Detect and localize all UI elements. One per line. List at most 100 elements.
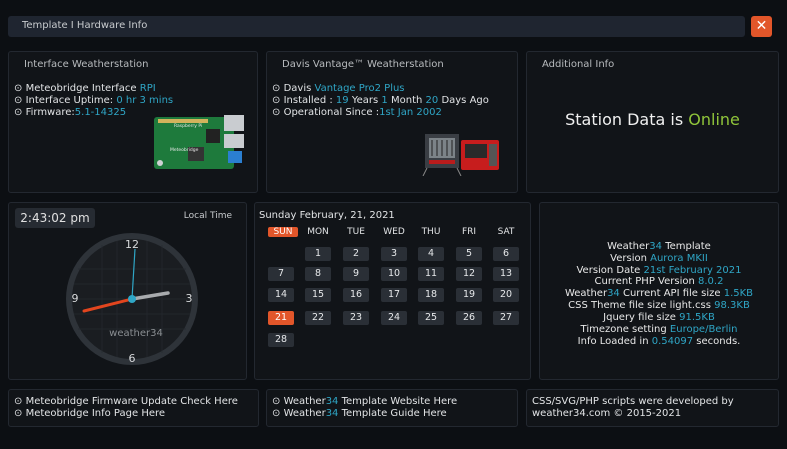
- calendar-day[interactable]: 20: [493, 288, 519, 302]
- bridge-value: RPI: [139, 83, 156, 94]
- status-prefix: Station Data is: [565, 110, 684, 129]
- version-date-label: Version Date: [576, 265, 641, 276]
- davis-model-value: Vantage Pro2 Plus: [314, 83, 405, 94]
- firmware-label: Firmware:: [25, 107, 75, 118]
- bridge-label: Meteobridge Interface: [25, 83, 137, 94]
- calendar-day[interactable]: 1: [305, 247, 331, 261]
- calendar-day[interactable]: 5: [456, 247, 482, 261]
- clock-numeral-12: 12: [125, 238, 139, 251]
- template-guide-link[interactable]: Here: [422, 408, 447, 419]
- davis-heading: Davis Vantage™ Weatherstation: [282, 59, 444, 70]
- website-c: Template Website: [338, 396, 431, 407]
- template-name-b: 34: [649, 241, 663, 252]
- clock-bullet-icon: ⊙: [272, 107, 281, 118]
- calendar-day[interactable]: 3: [381, 247, 407, 261]
- analog-clock: 12 3 6 9 weather34: [66, 233, 198, 365]
- clock-panel: 2:43:02 pm Local Time 12 3 6 9 weather34: [8, 202, 247, 380]
- installed-days-label: Days Ago: [441, 95, 489, 106]
- calendar-day[interactable]: 14: [268, 288, 294, 302]
- calendar-day[interactable]: 24: [381, 311, 407, 325]
- calendar-day[interactable]: 2: [343, 247, 369, 261]
- davis-panel: Davis Vantage™ Weatherstation ⊙ Davis Va…: [266, 51, 518, 193]
- guide-a: Weather: [283, 408, 326, 419]
- load-time-line: Info Loaded in 0.54097 seconds.: [540, 336, 778, 347]
- installed-line: ⊙ Installed : 19 Years 1 Month 20 Days A…: [272, 95, 489, 106]
- installed-months-label: Month: [390, 95, 423, 106]
- template-website-line: ⊙ Weather34 Template Website Here: [272, 396, 457, 407]
- board-brand-text: Raspberry Pi: [174, 123, 202, 129]
- davis-console-image: [422, 134, 499, 176]
- firmware-line: ⊙ Firmware:5.1-14325: [14, 107, 126, 118]
- installed-years-label: Years: [351, 95, 379, 106]
- clock-bullet-icon: ⊙: [14, 107, 23, 118]
- firmware-update-link[interactable]: Here: [214, 396, 238, 407]
- info-page-label: Meteobridge Info Page: [25, 408, 139, 419]
- load-value: 0.54097: [651, 336, 694, 347]
- weather34-links-panel: ⊙ Weather34 Template Website Here ⊙ Weat…: [266, 389, 518, 427]
- timezone-line: Timezone setting Europe/Berlin: [540, 324, 778, 335]
- template-name-c: Template: [662, 241, 711, 252]
- load-unit: seconds.: [696, 336, 741, 347]
- clock-bullet-icon: ⊙: [272, 408, 281, 419]
- installed-months: 1: [381, 95, 388, 106]
- calendar-day[interactable]: 9: [343, 267, 369, 281]
- guide-c: Template Guide: [338, 408, 420, 419]
- php-version-line: Current PHP Version 8.0.2: [540, 276, 778, 287]
- timezone-value: Europe/Berlin: [669, 324, 738, 335]
- clock-bullet-icon: ⊙: [272, 83, 281, 94]
- clock-bullet-icon: ⊙: [14, 408, 23, 419]
- since-label: Operational Since :: [283, 107, 380, 118]
- credit-line-2[interactable]: weather34.com © 2015-2021: [532, 408, 682, 419]
- raspberry-pi-board-image: Raspberry Pi Meteobridge: [154, 115, 244, 169]
- calendar-day[interactable]: 18: [418, 288, 444, 302]
- jquery-label: Jquery file size: [603, 312, 676, 323]
- api-b: 34: [607, 288, 620, 299]
- weekday-tue: TUE: [347, 227, 365, 237]
- calendar-day[interactable]: 17: [381, 288, 407, 302]
- calendar-day[interactable]: 12: [456, 267, 482, 281]
- calendar-day[interactable]: 15: [305, 288, 331, 302]
- installed-days: 20: [425, 95, 439, 106]
- davis-model-label: Davis: [283, 83, 312, 94]
- weekday-sat: SAT: [497, 227, 515, 237]
- info-page-line: ⊙ Meteobridge Info Page Here: [14, 408, 165, 419]
- calendar-heading: Sunday February, 21, 2021: [259, 210, 395, 221]
- calendar-day[interactable]: 16: [343, 288, 369, 302]
- calendar-day[interactable]: 7: [268, 267, 294, 281]
- calendar-day[interactable]: 25: [418, 311, 444, 325]
- calendar-day[interactable]: 4: [418, 247, 444, 261]
- template-name-a: Weather: [607, 241, 650, 252]
- additional-info-panel: Additional Info Station Data is Online: [526, 51, 779, 193]
- calendar-day[interactable]: 6: [493, 247, 519, 261]
- calendar-day[interactable]: 22: [305, 311, 331, 325]
- installed-years: 19: [335, 95, 349, 106]
- uptime-label: Interface Uptime:: [25, 95, 114, 106]
- window-title-bar: Template I Hardware Info: [8, 16, 745, 37]
- bridge-line: ⊙ Meteobridge Interface RPI: [14, 83, 156, 94]
- calendar-day[interactable]: 27: [493, 311, 519, 325]
- calendar-day[interactable]: 19: [456, 288, 482, 302]
- calendar-day[interactable]: 23: [343, 311, 369, 325]
- version-date-line: Version Date 21st February 2021: [540, 265, 778, 276]
- calendar-day[interactable]: 8: [305, 267, 331, 281]
- calendar-day-today[interactable]: 21: [268, 311, 294, 325]
- status-value: Online: [688, 110, 740, 129]
- close-button[interactable]: ✕: [751, 16, 772, 37]
- guide-b: 34: [325, 408, 339, 419]
- info-page-link[interactable]: Here: [141, 408, 166, 419]
- calendar-day[interactable]: 11: [418, 267, 444, 281]
- api-c: Current API file size: [619, 288, 721, 299]
- station-status: Station Data is Online: [527, 110, 778, 129]
- version-label: Version: [610, 253, 647, 264]
- calendar-day[interactable]: 13: [493, 267, 519, 281]
- firmware-value: 5.1-14325: [74, 107, 127, 118]
- installed-label: Installed :: [283, 95, 333, 106]
- template-website-link[interactable]: Here: [433, 396, 458, 407]
- clock-numeral-9: 9: [72, 292, 79, 305]
- calendar-day[interactable]: 26: [456, 311, 482, 325]
- clock-bullet-icon: ⊙: [14, 396, 23, 407]
- interface-panel: Interface Weatherstation ⊙ Meteobridge I…: [8, 51, 258, 193]
- calendar-day[interactable]: 28: [268, 333, 294, 347]
- credit-line-1: CSS/SVG/PHP scripts were developed by: [532, 396, 734, 407]
- calendar-day[interactable]: 10: [381, 267, 407, 281]
